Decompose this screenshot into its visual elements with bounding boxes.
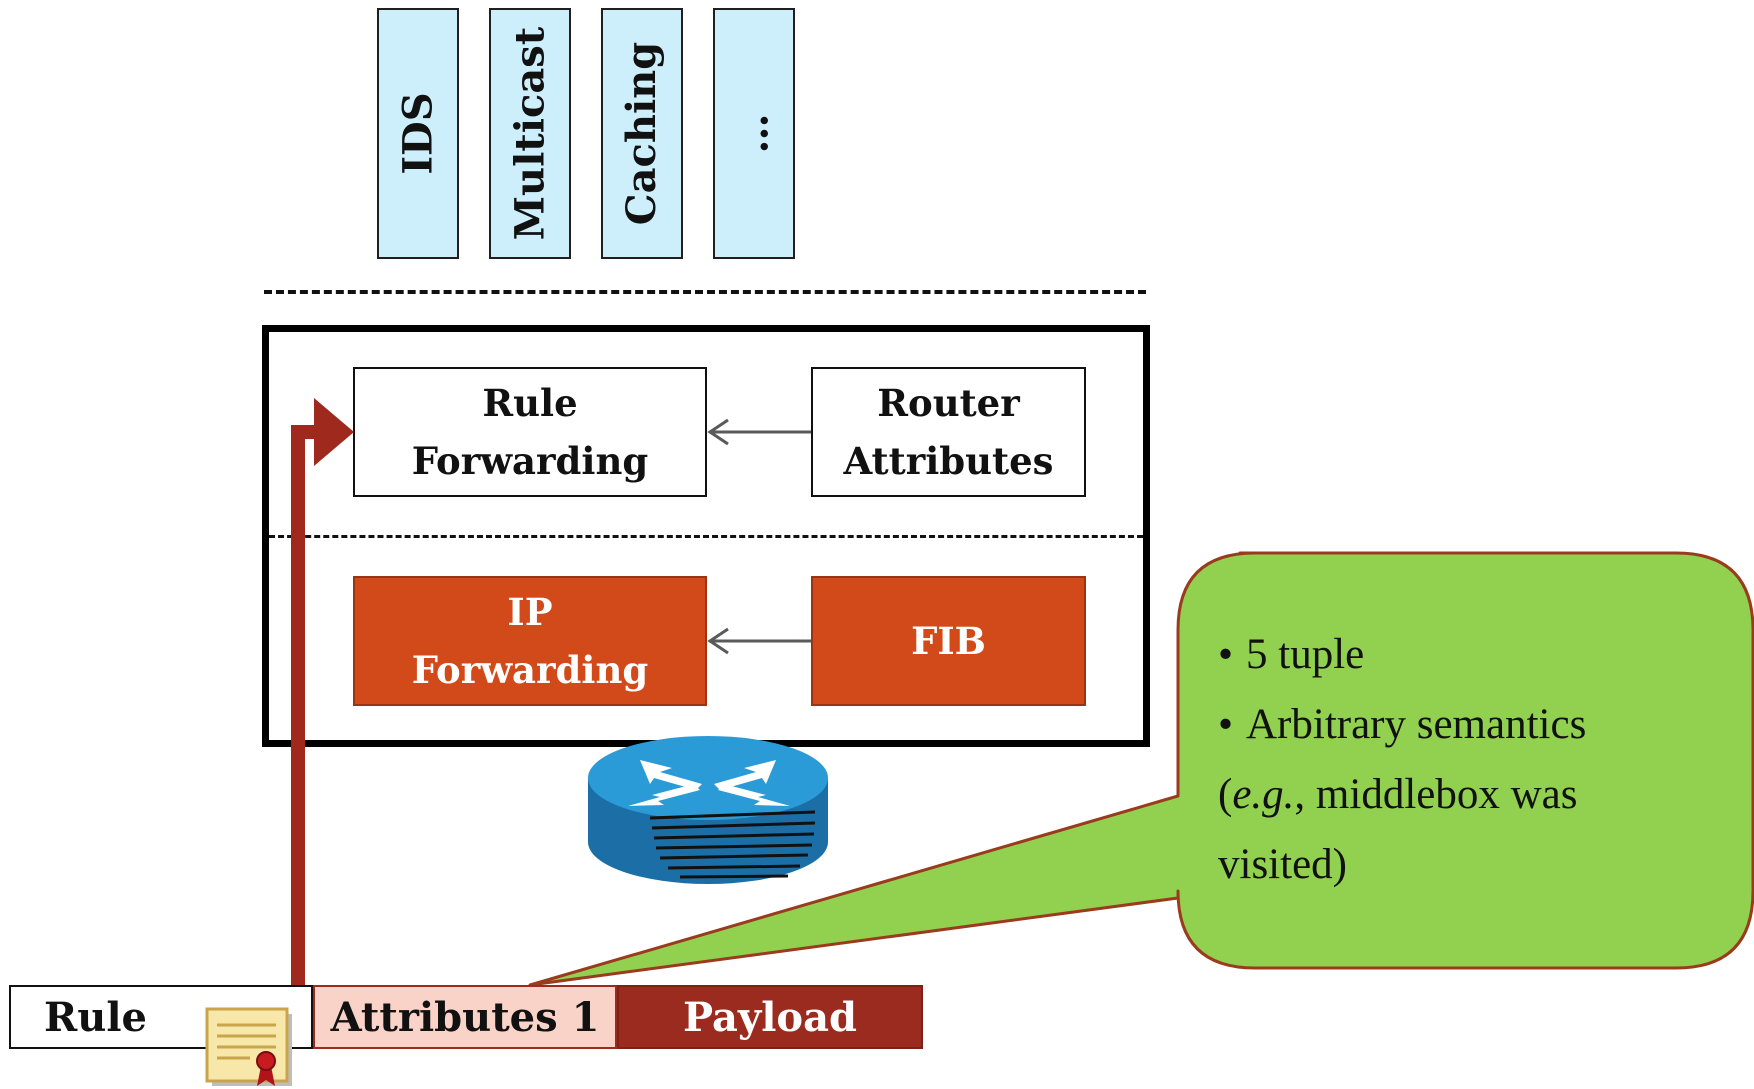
rule-forwarding-box: Rule Forwarding: [353, 367, 707, 497]
callout-line-4: visited): [1218, 841, 1347, 888]
packet-payload-label: Payload: [683, 993, 857, 1041]
router-attributes-box: Router Attributes: [811, 367, 1086, 497]
fib-label: FIB: [911, 619, 986, 663]
router-attributes-line1: Router: [877, 381, 1020, 425]
fib-box: FIB: [811, 576, 1086, 706]
bullet-dot-icon: •: [1218, 701, 1234, 748]
router-icon: [588, 736, 828, 884]
ip-forwarding-line2: Forwarding: [411, 648, 649, 692]
packet-attributes-field: Attributes 1: [313, 985, 617, 1049]
service-box-more: …: [713, 8, 795, 259]
callout-bullet-1: •5 tuple: [1218, 620, 1738, 690]
packet-attributes-label: Attributes 1: [330, 993, 600, 1041]
certificate-overlay: [205, 1007, 292, 1086]
ip-forwarding-line1: IP: [507, 590, 553, 634]
ip-forwarding-box: IP Forwarding: [353, 576, 707, 706]
packet-rule-label: Rule: [44, 993, 147, 1041]
rule-forwarding-line2: Forwarding: [411, 439, 649, 483]
callout-text: •5 tuple •Arbitrary semantics (e.g., mid…: [1218, 620, 1738, 900]
service-separator-line: [264, 290, 1146, 294]
service-box-ids: IDS: [377, 8, 459, 259]
bullet-dot-icon: •: [1218, 631, 1234, 678]
fib-to-ip-arrow: [707, 627, 811, 655]
callout-eg: e.g.: [1232, 771, 1295, 818]
callout-bullet-2: •Arbitrary semantics: [1218, 690, 1738, 760]
service-box-multicast: Multicast: [489, 8, 571, 259]
packet-payload-field: Payload: [617, 985, 923, 1049]
callout-line-3: (e.g., middlebox was: [1218, 771, 1578, 818]
router-layer-separator: [269, 535, 1143, 538]
router-attributes-line2: Attributes: [843, 439, 1054, 483]
service-box-caching: Caching: [601, 8, 683, 259]
rule-forwarding-line1: Rule: [482, 381, 578, 425]
rule-path-arrow: [291, 425, 320, 985]
attributes-to-rule-arrow: [707, 418, 811, 446]
rule-path-arrowhead: [314, 398, 354, 466]
callout-bubble: [528, 551, 1754, 987]
